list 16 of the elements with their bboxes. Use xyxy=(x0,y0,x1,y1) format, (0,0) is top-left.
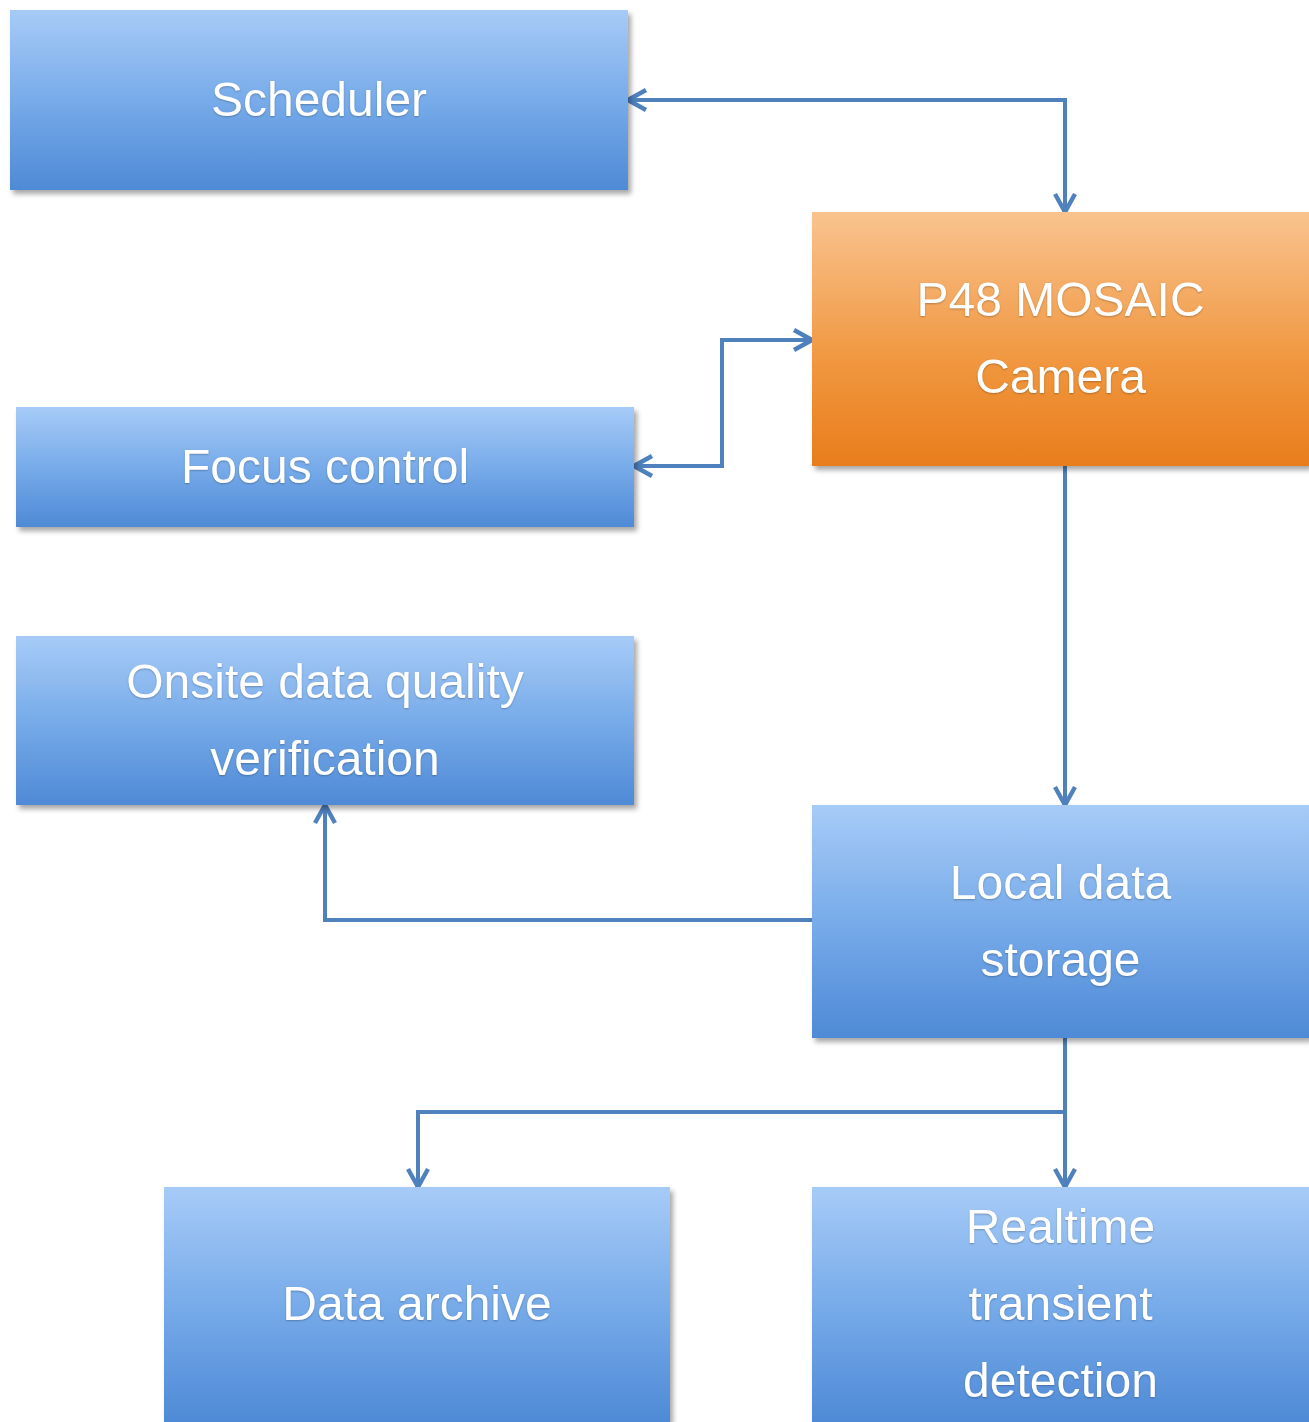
process-box xyxy=(812,805,1309,1038)
box-label: Realtime transient detection xyxy=(962,1199,1159,1409)
process-box xyxy=(10,10,628,190)
box-label: Scheduler xyxy=(210,71,428,128)
box-label: Onsite data quality verification xyxy=(125,653,525,787)
box-label: Local data storage xyxy=(948,854,1173,988)
process-box xyxy=(16,636,634,805)
process-box xyxy=(16,407,634,527)
arrow xyxy=(1052,466,1078,808)
arrow xyxy=(1052,1038,1078,1190)
box-label: Focus control xyxy=(180,438,470,495)
process-box xyxy=(164,1187,670,1422)
process-box xyxy=(812,1187,1309,1422)
process-box xyxy=(812,212,1309,466)
box-label: P48 MOSAIC Camera xyxy=(915,272,1206,405)
box-label: Data archive xyxy=(282,1276,552,1333)
